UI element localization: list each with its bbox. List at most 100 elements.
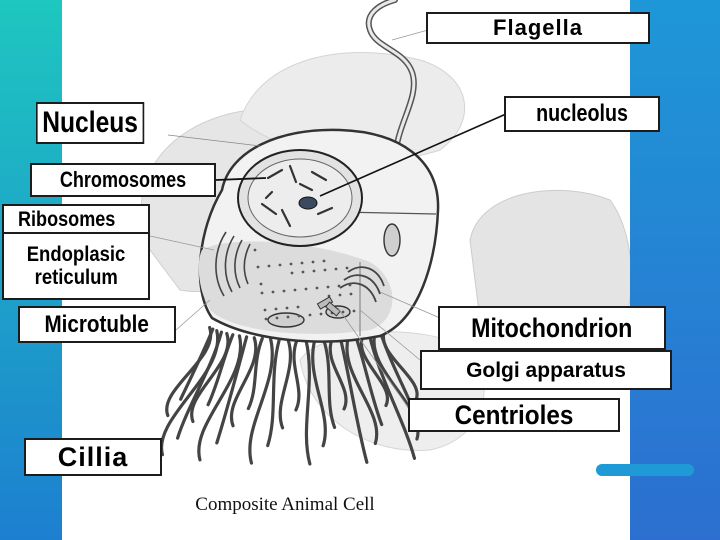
cilium (246, 336, 264, 411)
label-golgi-apparatus: Golgi apparatus (420, 350, 672, 390)
cilium (206, 333, 235, 407)
label-microtuble: Microtuble (18, 306, 176, 343)
cilium (248, 337, 274, 465)
label-nucleus-text: Nucleus (42, 106, 138, 139)
label-flagella: Flagella (426, 12, 650, 44)
ribosome-dot (263, 308, 267, 312)
label-chromosomes: Chromosomes (30, 163, 216, 197)
cilium (367, 332, 417, 460)
ribosome-dot (275, 316, 279, 320)
ribosome-dot (274, 307, 278, 311)
cilium (354, 334, 384, 427)
cilium (190, 331, 230, 424)
ribosome-dot (300, 261, 304, 265)
cilium (328, 337, 348, 411)
ribosome-dot (256, 265, 260, 269)
label-microtuble-text: Microtuble (44, 310, 150, 338)
cilium (311, 338, 327, 448)
chromosome (310, 170, 328, 182)
cilium (215, 335, 249, 445)
chromosome (260, 202, 278, 216)
ribosome-dot (293, 288, 297, 292)
ribosome-dot (282, 289, 286, 293)
chromosome (280, 208, 292, 228)
label-endoplasmic-reticulum: Endoplasic reticulum (2, 232, 150, 300)
ribosome-dot (345, 266, 349, 270)
cilium (322, 337, 337, 430)
ribosome-dot (289, 262, 293, 266)
ribosome-dot (259, 282, 263, 286)
ribosome-dot (352, 309, 356, 313)
cilium (359, 333, 390, 408)
label-nucleolus: nucleolus (504, 96, 660, 132)
nucleolus (298, 196, 318, 210)
chromosome (266, 168, 284, 180)
chromosome (316, 206, 334, 216)
label-cillia-text: Cillia (57, 441, 129, 472)
cilia-group (159, 325, 420, 466)
ribosome-dot (264, 317, 268, 321)
chromosome (288, 164, 298, 184)
ribosome-dot (308, 313, 312, 317)
accent-bar (596, 464, 694, 476)
centrioles (316, 296, 341, 317)
chromosome-group (260, 164, 334, 228)
ribosome-dot (260, 291, 264, 295)
cilium (345, 335, 379, 446)
label-chromosomes-text: Chromosomes (59, 167, 187, 192)
ribosome-dot (338, 293, 342, 297)
ribosome-dot (323, 268, 327, 272)
ribosome-dot (319, 312, 323, 316)
cilium (266, 337, 281, 448)
label-er-line1: Endoplasic (26, 242, 126, 266)
ribosome-dot (322, 259, 326, 263)
ribosome-dot (334, 267, 338, 271)
label-mitochondrion-text: Mitochondrion (471, 312, 633, 343)
ribosome-dot (315, 286, 319, 290)
diagram-caption: Composite Animal Cell (195, 494, 375, 515)
right-gradient-band (630, 0, 720, 540)
cilium (197, 334, 243, 462)
ribosome-dot (311, 260, 315, 264)
ribosome-dot (341, 310, 345, 314)
ribosome-dot (271, 290, 275, 294)
label-nucleus: Nucleus (36, 102, 145, 144)
mitochondria (267, 223, 401, 328)
cilium (338, 336, 369, 464)
ribosome-dot (278, 263, 282, 267)
label-nucleolus-text: nucleolus (536, 100, 628, 127)
ribosome-dot (297, 314, 301, 318)
cilium (278, 338, 293, 430)
endoplasmic-reticulum (215, 231, 251, 297)
label-cillia: Cillia (24, 438, 162, 476)
chromosome (298, 182, 314, 192)
ribosome-dot (267, 264, 271, 268)
label-er-line2: reticulum (34, 266, 118, 289)
chromosome (264, 190, 274, 200)
ribosome-dot (285, 306, 289, 310)
ribosome-dot (253, 248, 257, 252)
golgi-apparatus (339, 266, 385, 303)
label-golgi-text: Golgi apparatus (466, 358, 626, 382)
label-centrioles: Centrioles (408, 398, 620, 432)
cilium (292, 338, 301, 412)
ribosome-dot (312, 269, 316, 273)
ribosome-dot (296, 305, 300, 309)
label-flagella-text: Flagella (493, 15, 583, 40)
cilium (159, 329, 220, 457)
label-centrioles-text: Centrioles (454, 399, 574, 430)
label-ribosomes: Ribosomes (2, 204, 150, 234)
cilium (304, 338, 312, 466)
label-ribosomes-text: Ribosomes (18, 207, 116, 231)
ribosome-dot (348, 283, 352, 287)
cilium (165, 325, 213, 418)
ribosome-dot (301, 270, 305, 274)
cilium (229, 336, 258, 428)
leader-lines (149, 29, 507, 411)
ribosome-dot (304, 287, 308, 291)
ribosome-dot (326, 285, 330, 289)
ribosome-dot (337, 284, 341, 288)
ribosome-dots (253, 248, 356, 321)
ribosome-dot (286, 315, 290, 319)
